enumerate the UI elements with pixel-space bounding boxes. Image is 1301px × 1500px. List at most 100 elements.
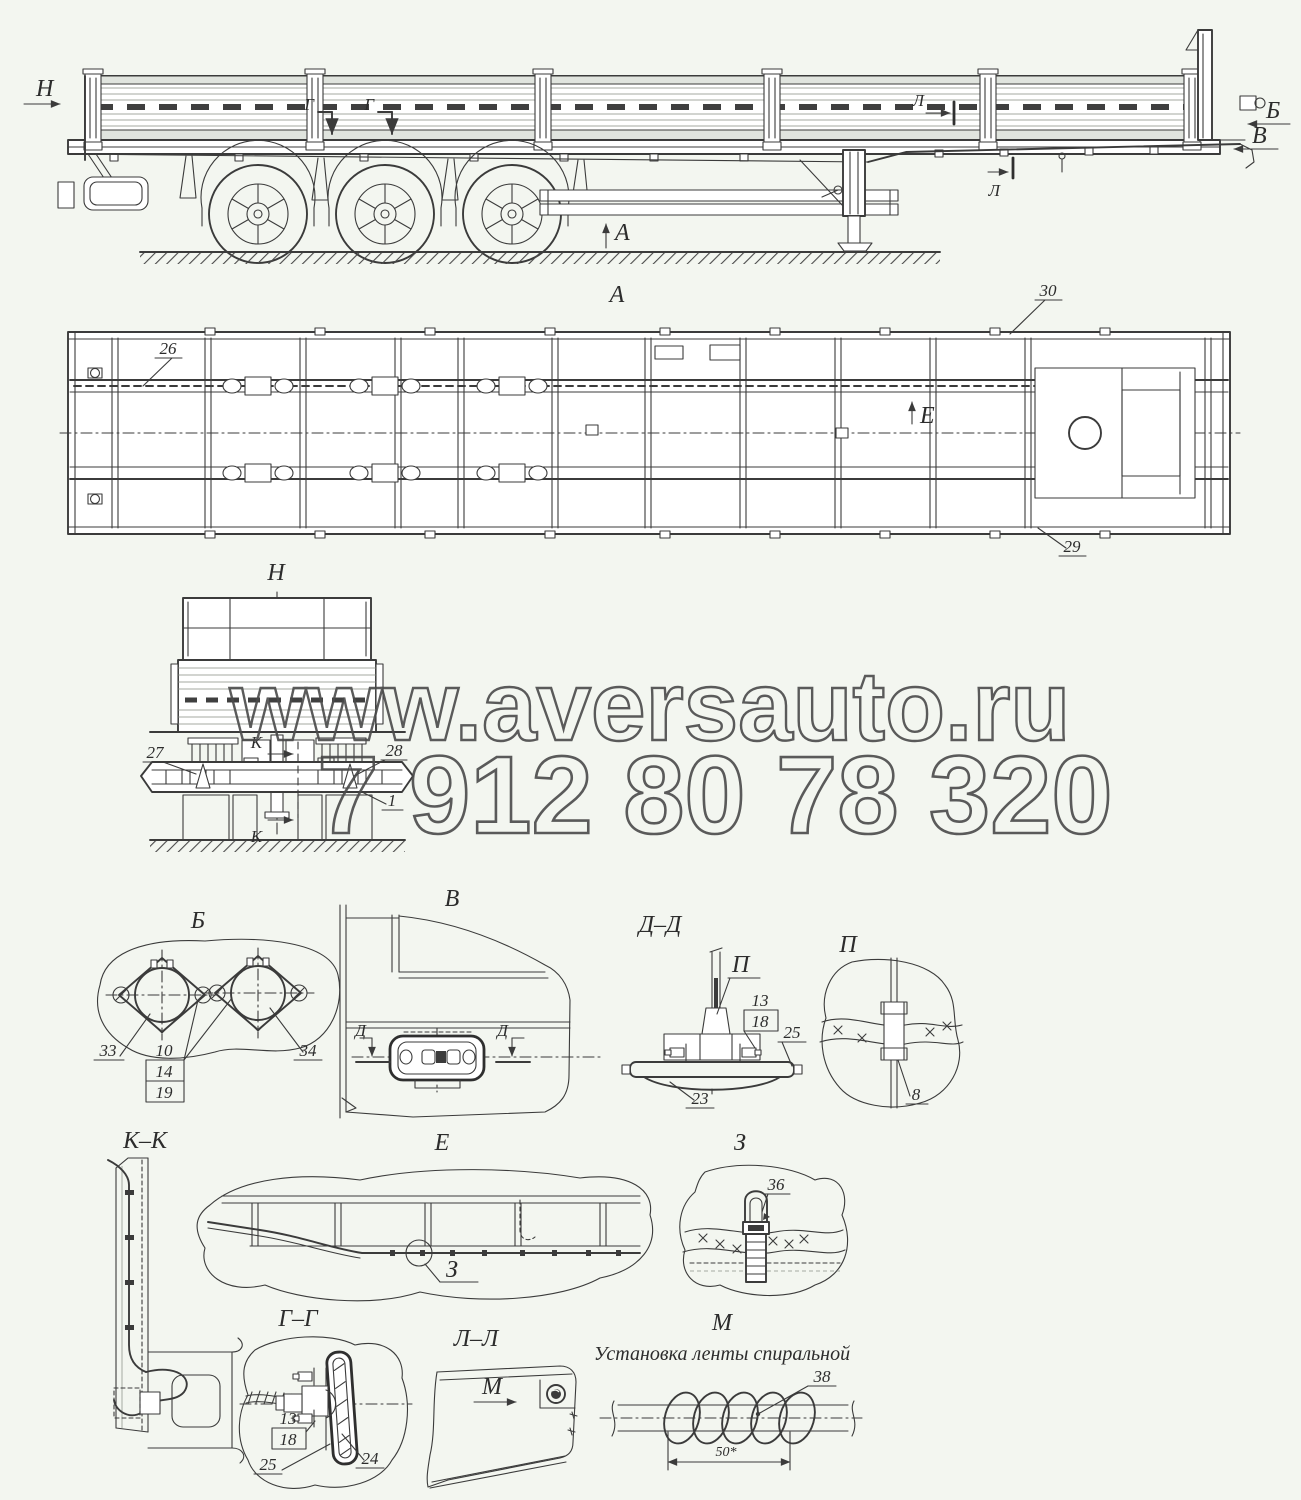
callout-38-leader — [757, 1385, 809, 1415]
detail-kk: К–К — [107, 1128, 245, 1464]
callout-1: 1 — [388, 791, 397, 810]
section-l1-label: Л — [911, 91, 925, 110]
callout-34: 34 — [299, 1041, 318, 1060]
frame-section — [221, 1195, 641, 1247]
detail-z-bubble — [405, 1239, 433, 1267]
callout-13: 13 — [752, 991, 769, 1010]
front-wall — [1185, 29, 1266, 141]
detail-gg: Г–Г 13 18 25 — [238, 1306, 413, 1489]
detail-e-title: Е — [434, 1130, 450, 1156]
detail-ll-title: Л–Л — [453, 1326, 500, 1352]
detail-gg-title: Г–Г — [277, 1306, 319, 1332]
section-d2-label: Д — [495, 1021, 509, 1040]
callout-29-leader — [1037, 527, 1067, 549]
callout-z: З — [446, 1257, 458, 1283]
detail-dd-title: Д–Д — [637, 912, 683, 938]
callout-25-leader — [781, 1041, 793, 1067]
view-e-label: Е — [919, 403, 935, 429]
callout-19: 19 — [156, 1083, 174, 1102]
connector-socket-right — [201, 947, 315, 1039]
rear-bumper — [140, 761, 414, 793]
gooseneck — [867, 139, 1255, 173]
detail-b: Б 33 10 14 19 — [93, 908, 341, 1103]
callout-8-leader — [897, 1059, 911, 1097]
callout-p: П — [731, 952, 751, 978]
callout-27-leader — [162, 761, 197, 775]
detail-e-boundary — [196, 1169, 654, 1302]
callout-25-gg-leader — [281, 1443, 331, 1471]
view-n-label: Н — [35, 76, 55, 102]
spiral-wrap — [599, 1391, 863, 1445]
kingpin — [1068, 416, 1102, 450]
callout-13-18-gg: 13 18 — [271, 1409, 316, 1450]
callout-28: 28 — [386, 741, 404, 760]
callout-30-leader — [1009, 299, 1046, 335]
plan-title: А — [608, 282, 625, 308]
callout-36-leader — [761, 1193, 769, 1213]
dimension-50-label: 50* — [716, 1445, 737, 1460]
detail-m: М Установка ленты спиральной 38 50* — [594, 1310, 863, 1471]
kingpin-plate — [1034, 367, 1196, 499]
lamp-side-section — [245, 1350, 359, 1466]
callout-33: 33 — [99, 1041, 117, 1060]
toolbox — [83, 176, 149, 211]
stanchion — [82, 68, 104, 151]
detail-v: В Д Д — [339, 886, 603, 1119]
lamp-bolt — [292, 1367, 315, 1386]
callout-1-leader — [359, 790, 387, 805]
section-k2-label: К — [250, 827, 264, 846]
wheel — [208, 164, 308, 264]
plan-fittings — [87, 344, 849, 505]
ground-hatch — [140, 253, 940, 264]
band-and-clamp — [682, 1190, 846, 1283]
callout-25-gg: 25 — [260, 1455, 277, 1474]
detail-p: П 8 — [819, 932, 964, 1109]
grommet — [819, 957, 964, 1109]
axle-bearing — [476, 463, 548, 483]
connector-socket-left — [105, 949, 219, 1041]
rear-view: Н — [140, 560, 414, 852]
rear-end — [57, 75, 149, 211]
reflector-triangle — [195, 763, 211, 789]
stake-pockets — [204, 327, 1111, 539]
dimension-50: 50* — [667, 1431, 791, 1471]
side-view: Н Г Г А Л Л Б В — [23, 29, 1291, 264]
callout-33-leader — [119, 1013, 151, 1057]
callout-18: 18 — [752, 1012, 770, 1031]
callout-26: 26 — [160, 339, 178, 358]
lamp-lens — [643, 1076, 781, 1091]
callout-18: 18 — [280, 1430, 298, 1449]
lamp-section — [621, 947, 803, 1095]
harness-route — [207, 1221, 641, 1267]
callout-23-leader — [669, 1081, 695, 1101]
detail-gg-boundary — [238, 1336, 408, 1489]
detail-p-boundary — [821, 958, 961, 1108]
axle-bearing — [349, 463, 421, 483]
marker-lamp — [351, 1027, 603, 1093]
detail-e: Е З — [196, 1130, 654, 1302]
section-g1-label: Г — [303, 95, 315, 114]
detail-dd: Д–Д П 13 18 25 23 — [621, 912, 807, 1109]
section-d1-label: Д — [353, 1021, 367, 1040]
callout-29: 29 — [1064, 537, 1082, 556]
view-m-label: М — [481, 1374, 504, 1400]
detail-b-title: Б — [190, 908, 205, 934]
detail-v-panel — [339, 904, 571, 1119]
post-section — [115, 1157, 149, 1433]
axle-bearing — [476, 376, 548, 396]
view-a-label: А — [613, 220, 630, 246]
rear-title: Н — [266, 560, 286, 586]
callout-30: 30 — [1039, 281, 1058, 300]
callout-z-leader — [424, 1263, 441, 1283]
callout-27: 27 — [147, 743, 166, 762]
panel-corner — [426, 1365, 578, 1489]
callout-13-18: 13 18 — [743, 991, 779, 1049]
callout-13: 13 — [280, 1409, 297, 1428]
detail-b-boundary — [96, 938, 341, 1059]
spring-hangers — [179, 155, 589, 201]
landing-leg — [799, 149, 873, 252]
rear-rack — [182, 597, 372, 661]
view-b-label: Б — [1265, 98, 1280, 124]
